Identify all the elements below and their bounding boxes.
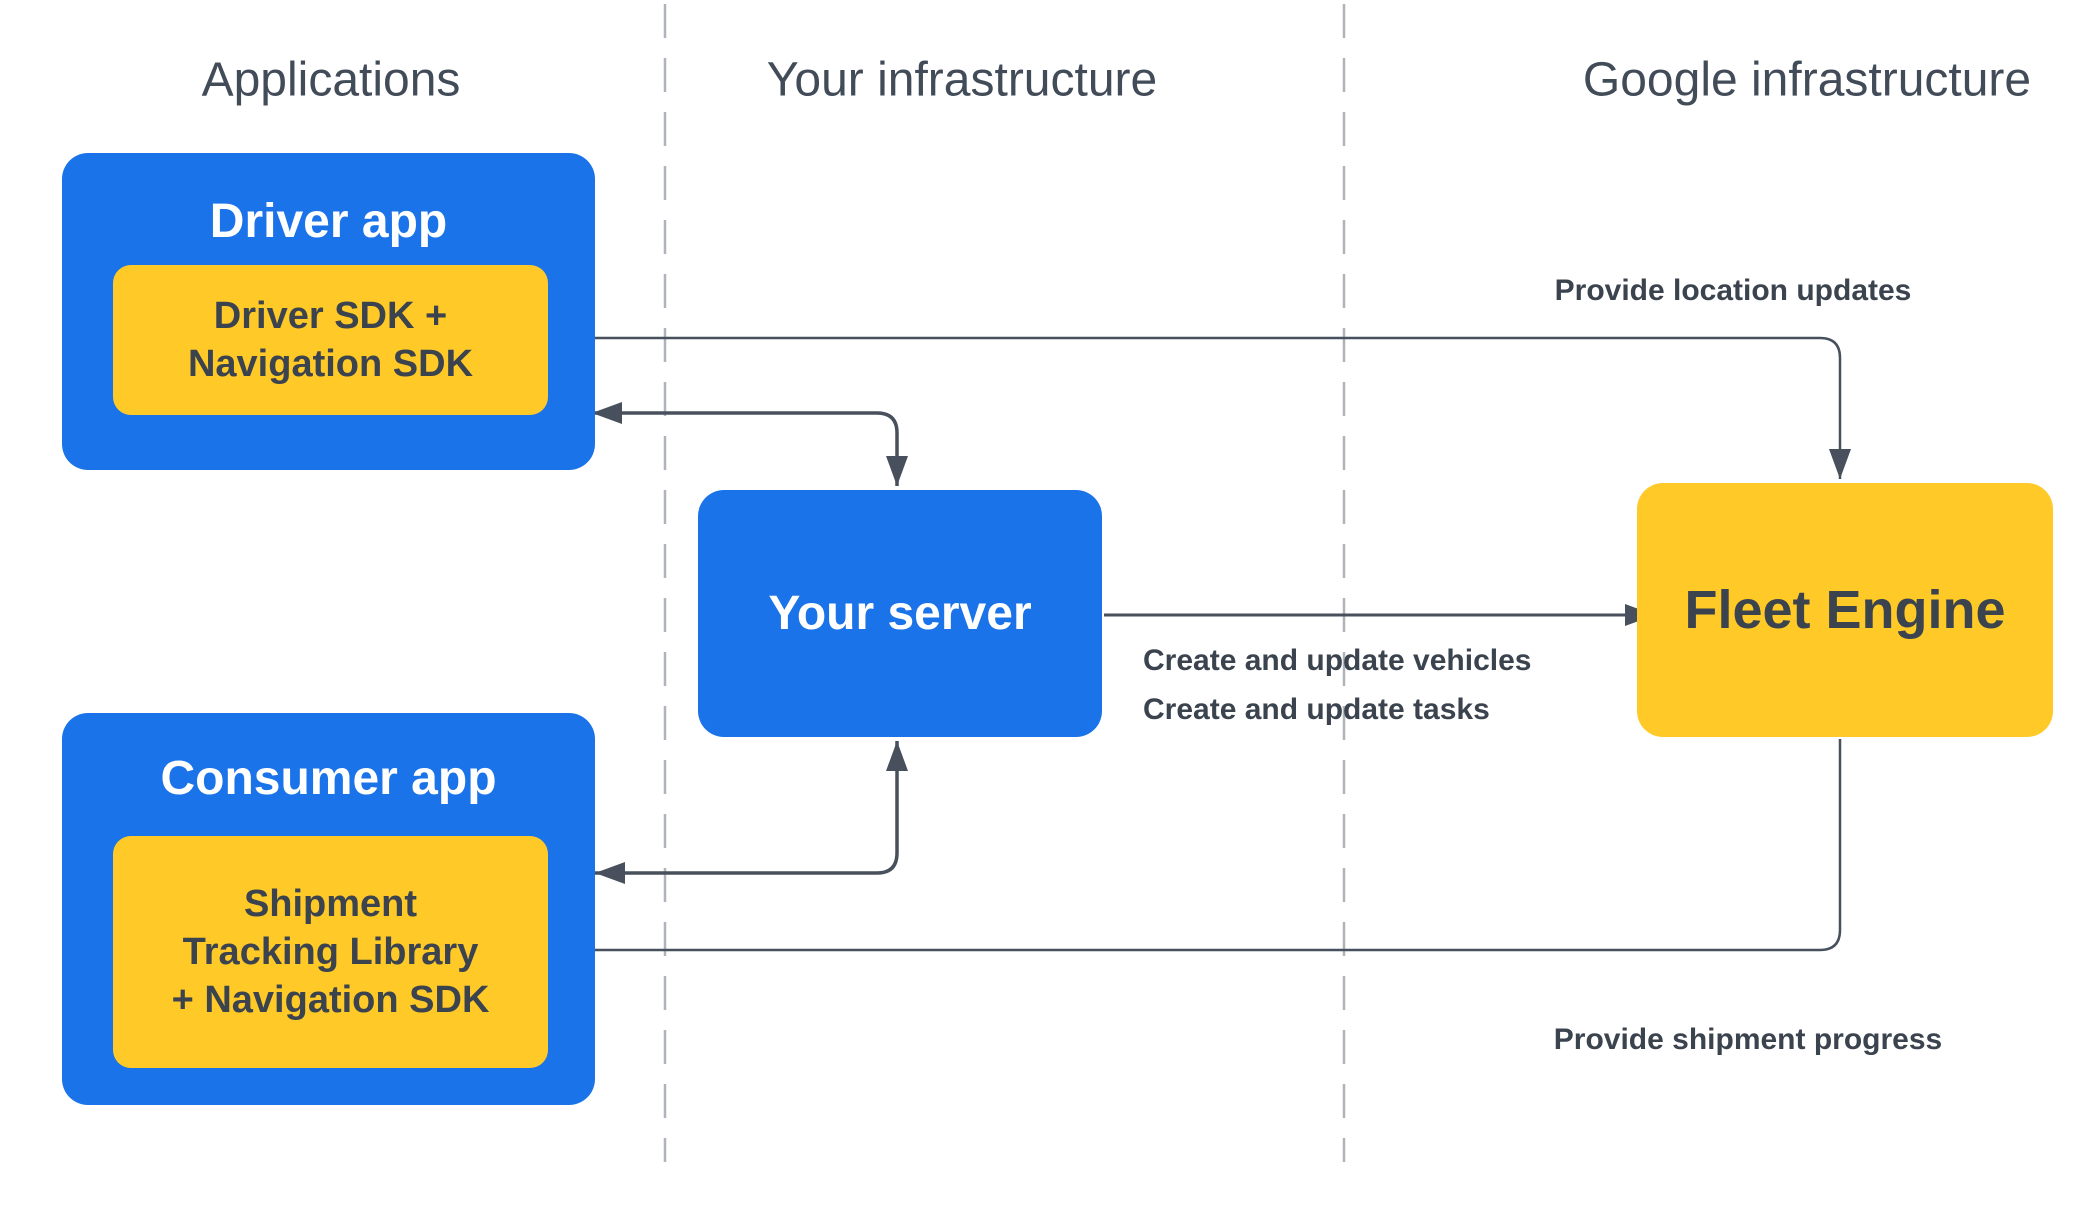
fleet-engine-title: Fleet Engine (1684, 580, 2006, 640)
provide-location-updates-label: Provide location updates (1554, 274, 1912, 307)
driver-app-title: Driver app (209, 195, 448, 248)
provide-shipment-progress-label: Provide shipment progress (1553, 1023, 1943, 1056)
your-server-node: Your server (698, 490, 1102, 737)
edge-shipment-progress-fleet-consumer (552, 739, 1842, 961)
consumer-app-node: Consumer app Shipment Tracking Library +… (62, 713, 595, 1105)
consumer-app-title: Consumer app (160, 752, 497, 805)
column-header-google-infrastructure: Google infrastructure (1582, 53, 2032, 107)
shipment-tracking-line-2: Tracking Library (182, 931, 479, 973)
shipment-tracking-line-3: + Navigation SDK (171, 979, 490, 1021)
column-header-your-infrastructure: Your infrastructure (766, 53, 1158, 107)
shipment-tracking-line-1: Shipment (243, 883, 418, 925)
driver-sdk-line-1: Driver SDK + (213, 295, 448, 337)
driver-app-node: Driver app Driver SDK + Navigation SDK (62, 153, 595, 470)
create-update-labels: Create and update vehicles Create and up… (1143, 636, 1531, 734)
shipment-tracking-node: Shipment Tracking Library + Navigation S… (113, 836, 548, 1068)
edge-driver-app-your-server (592, 402, 908, 486)
driver-sdk-line-2: Navigation SDK (187, 343, 474, 385)
your-server-title: Your server (768, 587, 1032, 640)
driver-sdk-node: Driver SDK + Navigation SDK (113, 265, 548, 415)
fleet-engine-node: Fleet Engine (1637, 483, 2053, 737)
edge-consumer-app-your-server (595, 741, 908, 884)
create-update-vehicles-label: Create and update vehicles (1143, 644, 1532, 677)
create-update-tasks-label: Create and update tasks (1143, 693, 1490, 726)
column-header-applications: Applications (201, 53, 461, 107)
edge-location-updates-driver-fleet (550, 327, 1851, 479)
